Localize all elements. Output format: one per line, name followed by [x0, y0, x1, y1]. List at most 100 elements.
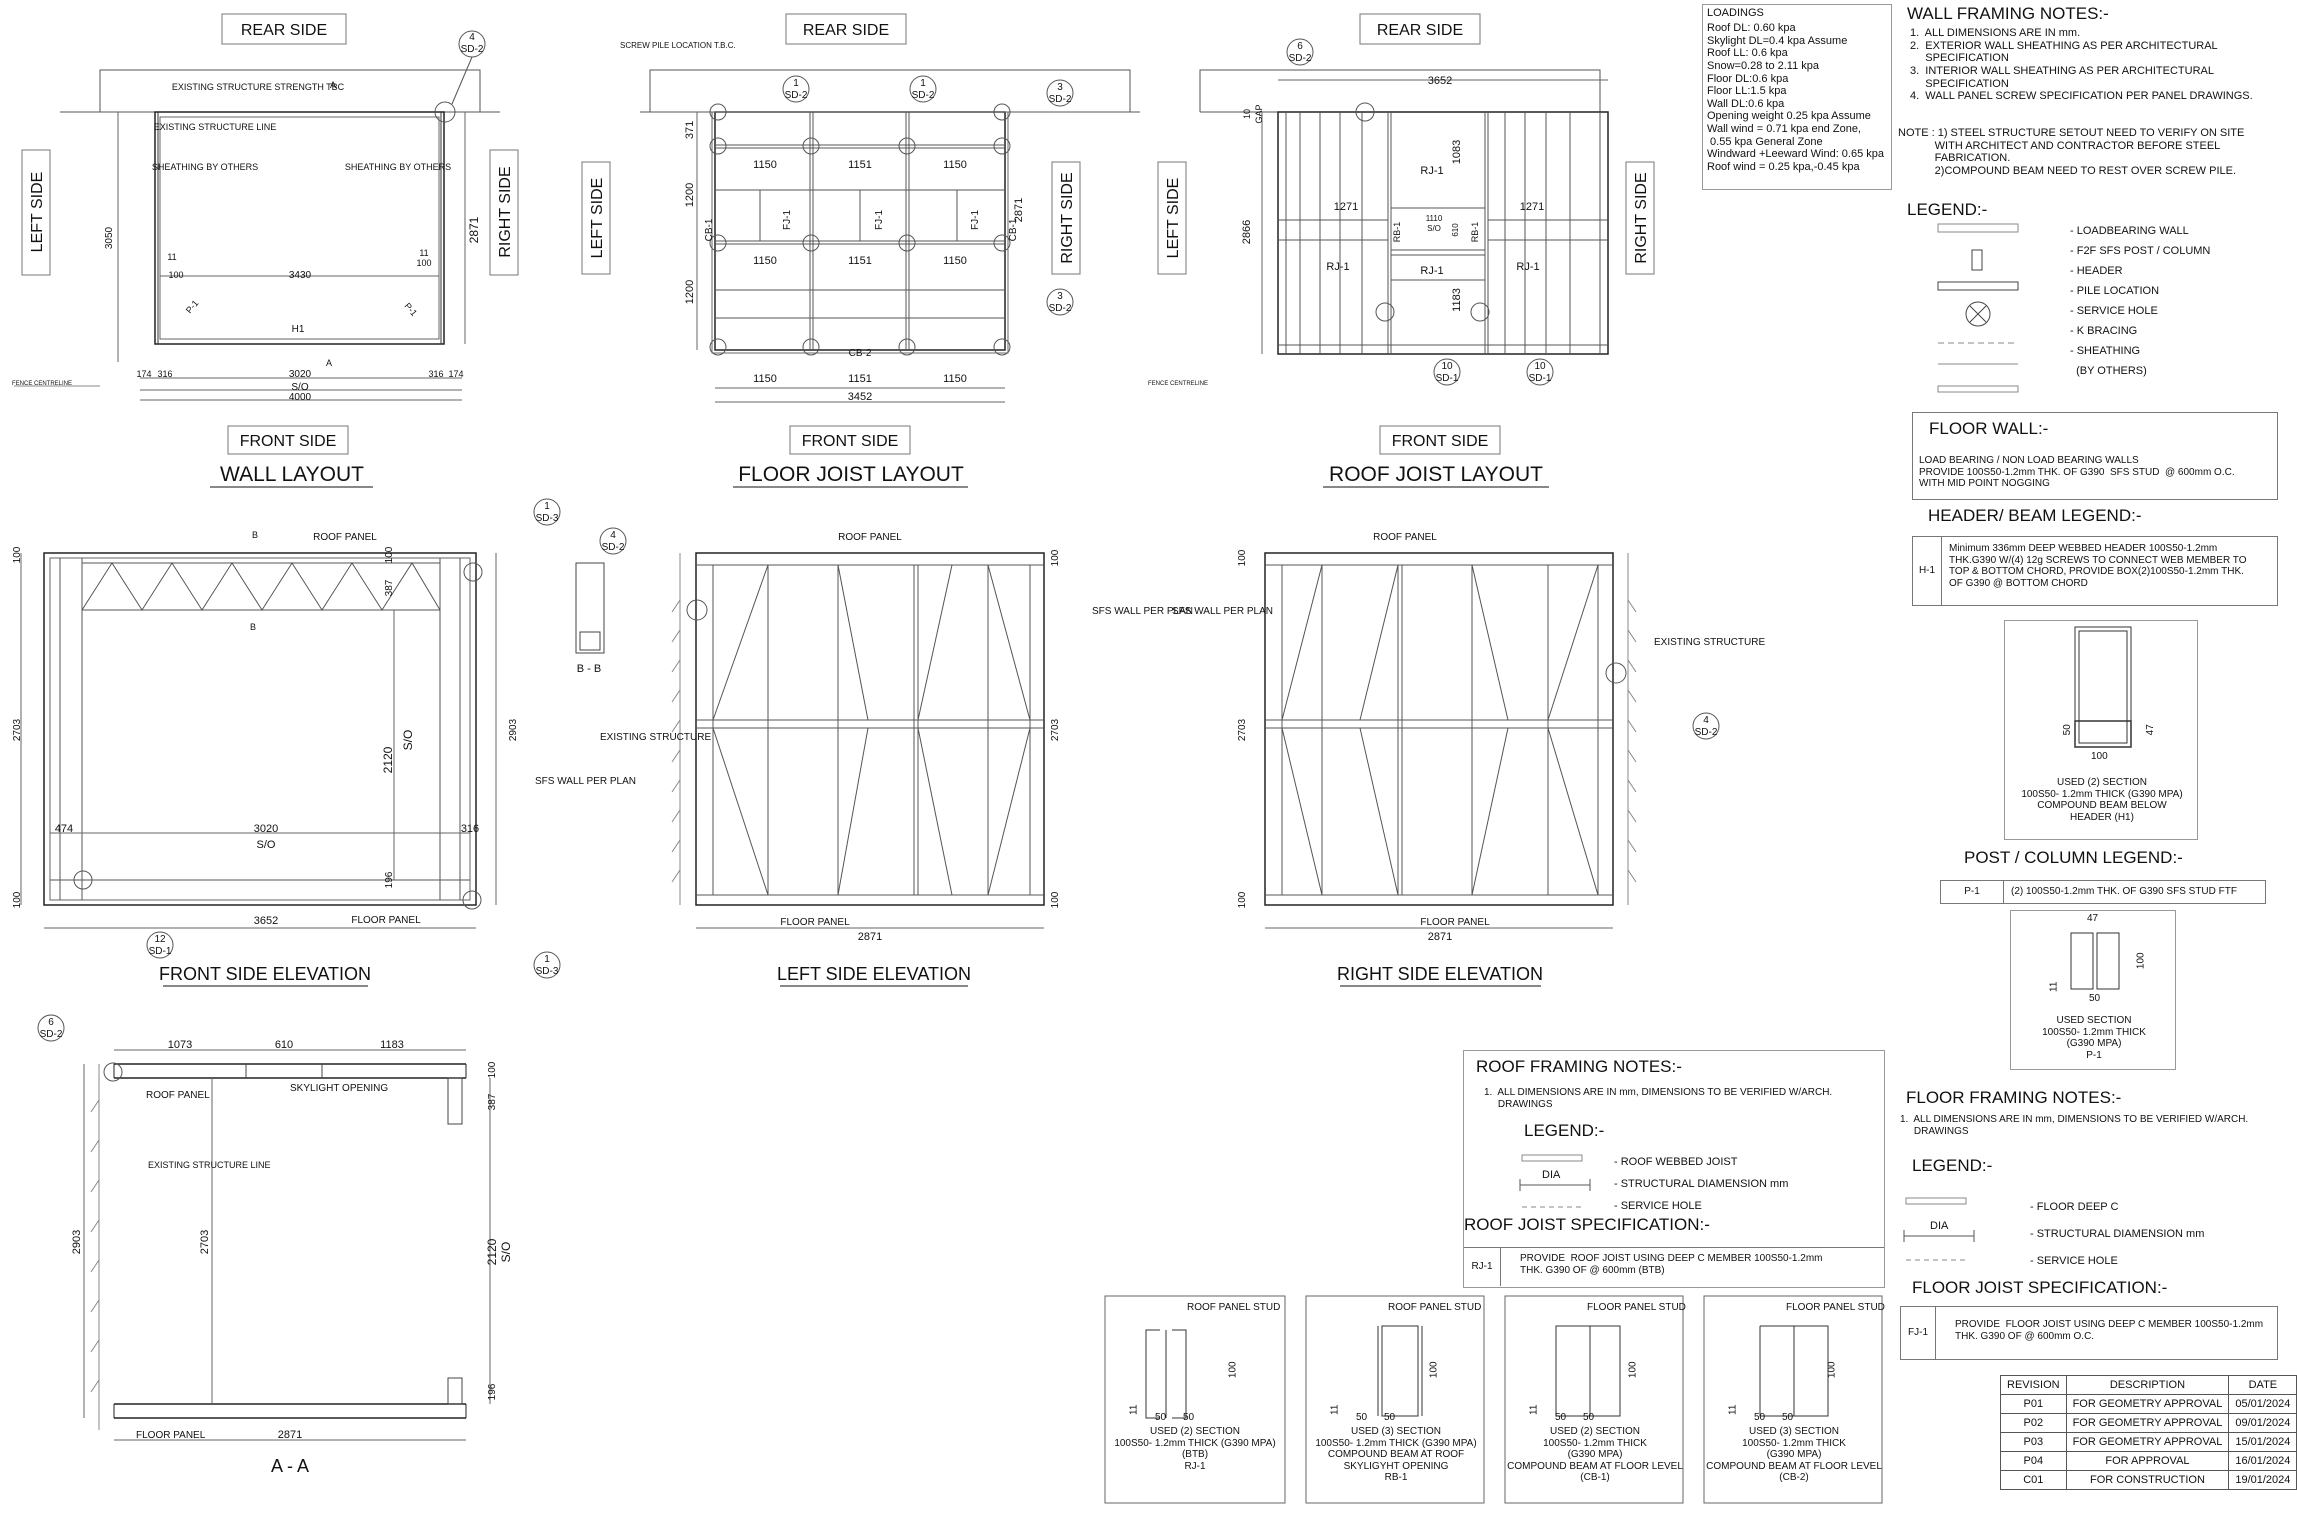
section-dimension: 11 [1528, 1404, 1540, 1415]
floor-layout-left-label: LEFT SIDE [589, 178, 606, 259]
revision-cell: 15/01/2024 [2228, 1432, 2297, 1452]
header-spec: Minimum 336mm DEEP WEBBED HEADER 100S50-… [1949, 543, 2246, 589]
section-caption-line: USED (2) SECTION [1149, 1426, 1240, 1437]
roof-note-line: DRAWINGS [1484, 1098, 1553, 1110]
post-caption-line: 100S50- 1.2mm THICK [2042, 1026, 2146, 1038]
dim-316-left: 316 [157, 369, 172, 379]
header-tag: H1 [292, 324, 305, 335]
rj-dim-1271-right: 1271 [1520, 201, 1544, 213]
section-marker-a-bottom: A [326, 358, 332, 368]
dim-3050: 3050 [104, 226, 115, 249]
bb-callout-sheet: SD-2 [602, 542, 625, 553]
fj-callout-3a-sheet: SD-2 [1049, 94, 1072, 105]
wall-note-line: 4. WALL PANEL SCREW SPECIFICATION PER PA… [1910, 90, 2253, 103]
roof-joist-spec-table: RJ-1 PROVIDE ROOF JOIST USING DEEP C MEM… [1464, 1247, 1884, 1287]
dim-174-right: 174 [448, 369, 463, 379]
right-dim-2703: 2703 [1237, 718, 1248, 741]
dim-11-right: 11 [419, 248, 428, 258]
section-caption-line: (CB-1) [1580, 1472, 1610, 1483]
loading-line: Wall DL:0.6 kpa [1707, 97, 1785, 110]
rj-callout-6-sheet: SD-2 [1289, 53, 1312, 64]
floor-notes-title: FLOOR FRAMING NOTES:- [1906, 1088, 2122, 1107]
rj-callout-10b-sheet: SD-1 [1529, 373, 1552, 384]
section-stud-label: FLOOR PANEL STUD [1786, 1302, 1885, 1313]
revision-cell: FOR APPROVAL [2065, 1451, 2230, 1471]
section-caption-line: COMPOUND BEAM AT FLOOR LEVEL [1706, 1460, 1882, 1472]
aa-dim-387: 387 [487, 1093, 498, 1110]
section-marker-a-top: A [330, 80, 336, 90]
sheathing-note-right: SHEATHING BY OTHERS [345, 162, 451, 172]
fj-dim-3452: 3452 [848, 391, 872, 403]
fj-tag-3: FJ-1 [970, 210, 981, 230]
dim-100-left: 100 [168, 270, 183, 280]
roof-legend-title: LEGEND:- [1524, 1121, 1605, 1140]
section-dimension: 100 [1227, 1361, 1239, 1379]
wall-note-line: 1. ALL DIMENSIONS ARE IN mm. [1910, 27, 2081, 39]
aa-dim-2120: 2120 [485, 1238, 499, 1265]
post-dim-50: 50 [2089, 993, 2101, 1004]
floor-wall-panel: FLOOR WALL:- LOAD BEARING / NON LOAD BEA… [1912, 412, 2278, 500]
fj-callout-3a: 3 [1057, 82, 1063, 93]
section-caption-line: 100S50- 1.2mm THICK [1543, 1437, 1647, 1449]
loading-line: 0.55 kpa General Zone [1707, 135, 1823, 148]
revision-cell: P03 [2000, 1432, 2067, 1452]
section-dimension: 50 [1183, 1412, 1195, 1423]
header-spec-line: TOP & BOTTOM CHORD, PROVIDE BOX(2)100S50… [1949, 566, 2244, 577]
aa-skylight-label: SKYLIGHT OPENING [290, 1083, 388, 1094]
section-details [1104, 1295, 1883, 1504]
steel-note-line: 2)COMPOUND BEAM NEED TO REST OVER SCREW … [1898, 164, 2237, 177]
aa-floor-panel-label: FLOOR PANEL [136, 1430, 206, 1441]
section-dimension: 50 [1583, 1412, 1595, 1423]
header-caption-line: 100S50- 1.2mm THICK (G390 MPA) [2021, 788, 2183, 800]
wall-layout-callout-sheet: SD-2 [461, 44, 484, 55]
front-dim-100-inner: 100 [384, 546, 395, 563]
floor-legend-item: - STRUCTURAL DIAMENSION mm [2030, 1228, 2205, 1240]
left-floor-panel-label: FLOOR PANEL [780, 917, 850, 928]
front-callout-1-bottom: 1 [544, 954, 550, 965]
rj-so: S/O [1427, 224, 1441, 233]
section-caption-line: USED (3) SECTION [1350, 1426, 1441, 1437]
legend-title: LEGEND:- [1907, 200, 1988, 219]
fj-spec-line: PROVIDE FLOOR JOIST USING DEEP C MEMBER … [1955, 1319, 2264, 1330]
left-dim-2871: 2871 [858, 931, 882, 943]
rj-spec: PROVIDE ROOF JOIST USING DEEP C MEMBER 1… [1520, 1253, 1822, 1276]
post-dim-47: 47 [2087, 913, 2099, 924]
right-existing-structure-label: EXISTING STRUCTURE [1654, 637, 1765, 648]
wall-layout-plan: REAR SIDE FRONT SIDE LEFT SIDE RIGHT SID… [12, 13, 519, 488]
header-spec-line: OF G390 @ BOTTOM CHORD [1949, 577, 2088, 589]
bb-title: B - B [577, 663, 601, 675]
wall-notes-list: 1. ALL DIMENSIONS ARE IN mm.2. EXTERIOR … [1910, 27, 2253, 103]
header-legend-title: HEADER/ BEAM LEGEND:- [1928, 506, 2142, 525]
existing-strength-note: EXISTING STRUCTURE STRENGTH TBC [172, 82, 345, 92]
legend-item: - SHEATHING [2070, 345, 2141, 357]
front-dim-so: S/O [257, 839, 276, 851]
dim-316-right: 316 [428, 369, 443, 379]
floor-layout-right-label: RIGHT SIDE [1059, 172, 1076, 263]
revision-cell: C01 [2000, 1470, 2067, 1490]
fj-dim-1200-a: 1200 [684, 183, 696, 207]
left-side-elevation: LEFT SIDE ELEVATION ROOF PANEL FLOOR PAN… [600, 532, 1193, 987]
dim-3020: 3020 [289, 369, 312, 380]
roof-notes-title: ROOF FRAMING NOTES:- [1476, 1057, 1682, 1076]
legend-symbols [1937, 223, 2019, 393]
wall-layout-left-label: LEFT SIDE [29, 172, 46, 253]
left-elevation-title: LEFT SIDE ELEVATION [777, 964, 971, 984]
section-dimension: 50 [1356, 1412, 1368, 1423]
section-dimension: 50 [1754, 1412, 1766, 1423]
rb-tag-left: RB-1 [1392, 222, 1402, 243]
fj-dim-1150-b: 1150 [943, 159, 967, 171]
revision-cell: FOR GEOMETRY APPROVAL [2065, 1413, 2230, 1433]
wall-layout-front-label: FRONT SIDE [240, 433, 337, 450]
roof-joist-spec-title: ROOF JOIST SPECIFICATION:- [1464, 1215, 1710, 1234]
floor-joist-layout-plan: REAR SIDE FRONT SIDE LEFT SIDE RIGHT SID… [581, 13, 1140, 488]
left-sfs-wall-label: SFS WALL PER PLAN [1092, 606, 1193, 617]
section-dimension: 11 [1727, 1404, 1739, 1415]
revision-cell: P02 [2000, 1413, 2067, 1433]
revision-cell: P01 [2000, 1394, 2067, 1414]
